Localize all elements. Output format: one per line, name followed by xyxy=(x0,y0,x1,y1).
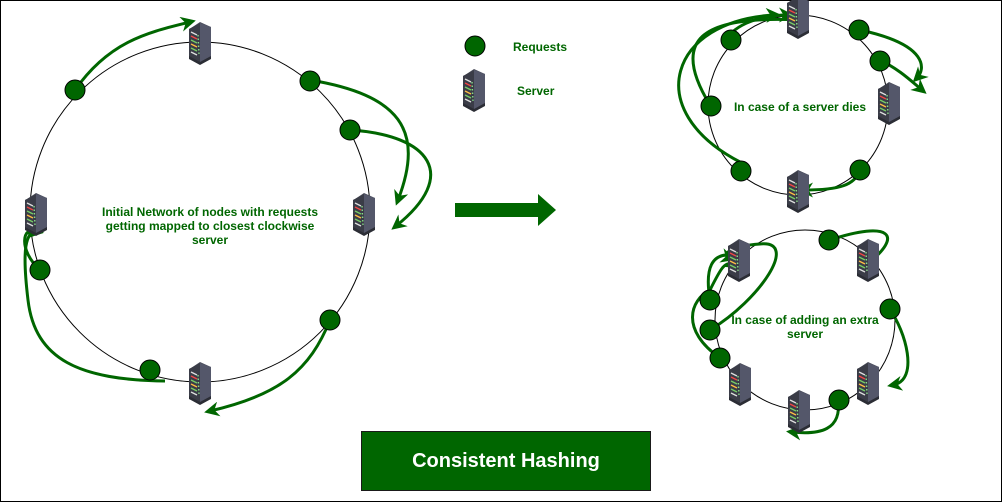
request-node xyxy=(699,319,721,341)
caption-line: server xyxy=(786,327,824,341)
legend-request-icon xyxy=(464,35,486,57)
adding-server-caption: In case of adding an extra server xyxy=(725,313,885,341)
caption-line: Initial Network of nodes with requests xyxy=(101,205,319,219)
mapping-arrow xyxy=(73,16,196,91)
server-icon xyxy=(727,238,751,283)
initial-ring-group xyxy=(23,16,432,417)
mapping-arrow xyxy=(309,78,410,206)
mapping-arrow xyxy=(23,223,166,383)
server-icon xyxy=(856,238,880,283)
caption-line: In case of adding an extra xyxy=(731,313,879,327)
server-icon xyxy=(786,0,810,40)
request-node xyxy=(828,389,850,411)
initial-caption: Initial Network of nodes with requests g… xyxy=(90,205,330,247)
caption-line: server xyxy=(191,233,229,247)
server-icon xyxy=(352,192,376,237)
request-node xyxy=(64,79,86,101)
request-node xyxy=(730,160,752,182)
mapping-arrow xyxy=(204,319,332,417)
server-icon xyxy=(188,21,212,66)
server-dies-caption: In case of a server dies xyxy=(733,100,867,114)
title-banner: Consistent Hashing xyxy=(361,431,651,491)
server-icon xyxy=(877,81,901,126)
request-node xyxy=(139,359,161,381)
server-dies-ring-group xyxy=(677,0,929,214)
legend-server-icon xyxy=(462,68,486,113)
caption-line: getting mapped to closest clockwise xyxy=(105,219,315,233)
server-icon xyxy=(728,362,752,407)
request-node xyxy=(319,309,341,331)
server-icon xyxy=(786,169,810,214)
request-node xyxy=(709,347,731,369)
adding-server-ring-group xyxy=(691,229,910,441)
request-node xyxy=(699,289,721,311)
mapping-arrow xyxy=(691,12,806,106)
right-arrow-icon xyxy=(455,194,556,226)
request-node xyxy=(339,119,361,141)
server-icon xyxy=(856,361,880,406)
diagram-title: Consistent Hashing xyxy=(412,449,600,472)
request-node xyxy=(869,50,891,72)
server-icon xyxy=(24,192,48,237)
mapping-arrow xyxy=(887,309,910,391)
legend-server-label: Server xyxy=(517,84,555,98)
request-node xyxy=(848,19,870,41)
mapping-arrow xyxy=(691,253,739,360)
request-node xyxy=(818,229,840,251)
request-node xyxy=(700,95,722,117)
server-icon xyxy=(188,361,212,406)
request-node xyxy=(879,298,901,320)
request-node xyxy=(299,70,321,92)
server-icon xyxy=(787,389,811,434)
mapping-arrow xyxy=(859,28,929,83)
mapping-arrow xyxy=(349,128,432,230)
request-node xyxy=(29,259,51,281)
request-node xyxy=(849,159,871,181)
legend-requests-label: Requests xyxy=(513,40,568,54)
request-node xyxy=(720,29,742,51)
